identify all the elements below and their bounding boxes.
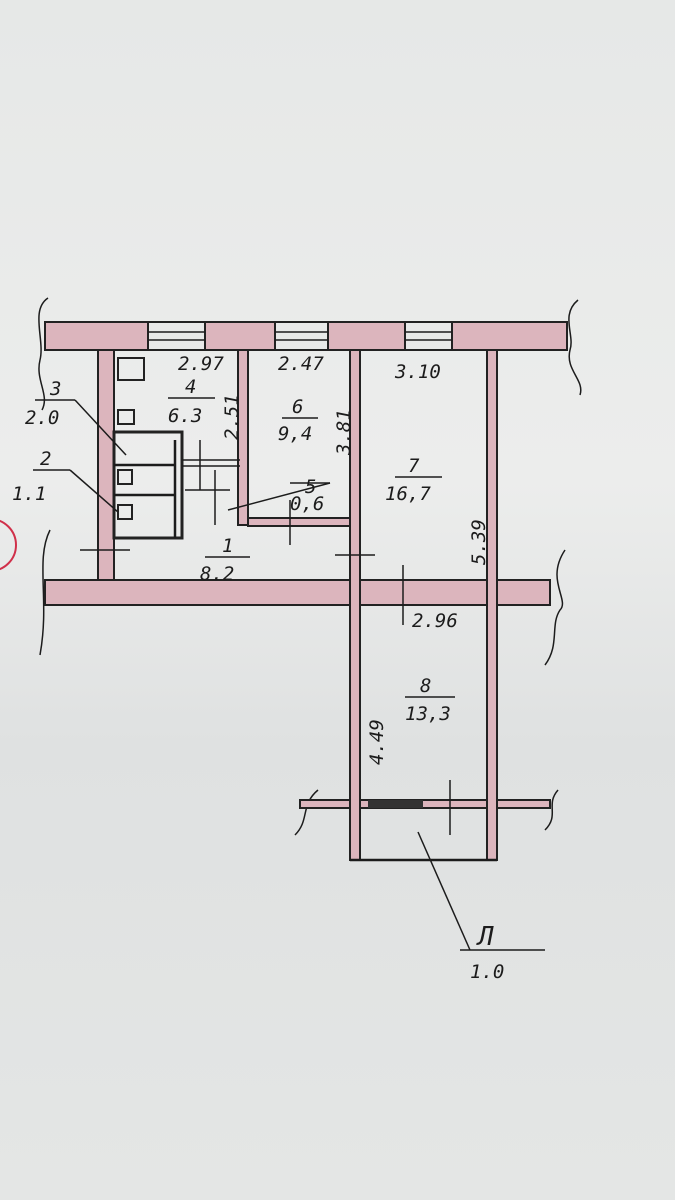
break-mark <box>544 549 566 666</box>
room-area: 1.1 <box>12 483 46 505</box>
break-mark <box>38 297 49 411</box>
room-area: 9,4 <box>278 423 312 445</box>
window <box>274 321 329 351</box>
interior-wall <box>247 517 351 527</box>
interior-wall <box>237 349 249 526</box>
dimension-room8-width: 2.96 <box>412 610 458 632</box>
room-area: 2.0 <box>25 407 59 429</box>
dimension-room8-depth: 4.49 <box>366 719 388 765</box>
room-number: 7 <box>408 455 420 477</box>
break-mark <box>544 789 559 831</box>
bathroom-block <box>112 430 240 540</box>
room-number: 5 <box>305 476 316 498</box>
room-number: 2 <box>40 448 51 470</box>
toilet-icon <box>117 504 133 520</box>
break-mark <box>568 299 582 396</box>
balcony-wall <box>299 799 551 809</box>
break-mark <box>294 789 319 836</box>
break-mark <box>39 529 51 656</box>
interior-wall <box>486 349 498 861</box>
dimension-kitchen-width: 2.97 <box>178 353 224 375</box>
interior-wall <box>97 349 115 581</box>
balcony-door <box>368 800 423 808</box>
balcony-area: 1.0 <box>470 961 504 983</box>
stove-icon <box>117 357 145 381</box>
stamp-fragment <box>0 519 17 571</box>
room-area: 13,3 <box>405 703 451 725</box>
leader-lines <box>33 397 545 951</box>
room-number: 4 <box>185 376 196 398</box>
window <box>147 321 206 351</box>
balcony-symbol: Л <box>476 922 494 952</box>
room-number: 3 <box>49 378 61 400</box>
dimension-room6-width: 2.47 <box>278 353 324 375</box>
room-area: 16,7 <box>385 483 431 505</box>
sink-icon <box>117 409 135 425</box>
window <box>404 321 453 351</box>
dimension-room6-depth: 3.81 <box>333 409 355 456</box>
room-area: 6.3 <box>168 405 202 427</box>
room-area: 0,6 <box>290 493 324 515</box>
dimension-room7-depth: 5.39 <box>468 519 490 565</box>
door-marks <box>80 440 451 835</box>
washbasin-icon <box>117 469 133 485</box>
room-area: 8.2 <box>200 563 234 585</box>
dimension-room7-width: 3.10 <box>394 361 441 383</box>
room-number: 6 <box>292 396 303 418</box>
room-number: 8 <box>420 675 431 697</box>
room-number: 1 <box>222 535 233 557</box>
exterior-wall-bottom <box>44 579 551 606</box>
dimension-kitchen-depth: 2.51 <box>221 394 243 440</box>
